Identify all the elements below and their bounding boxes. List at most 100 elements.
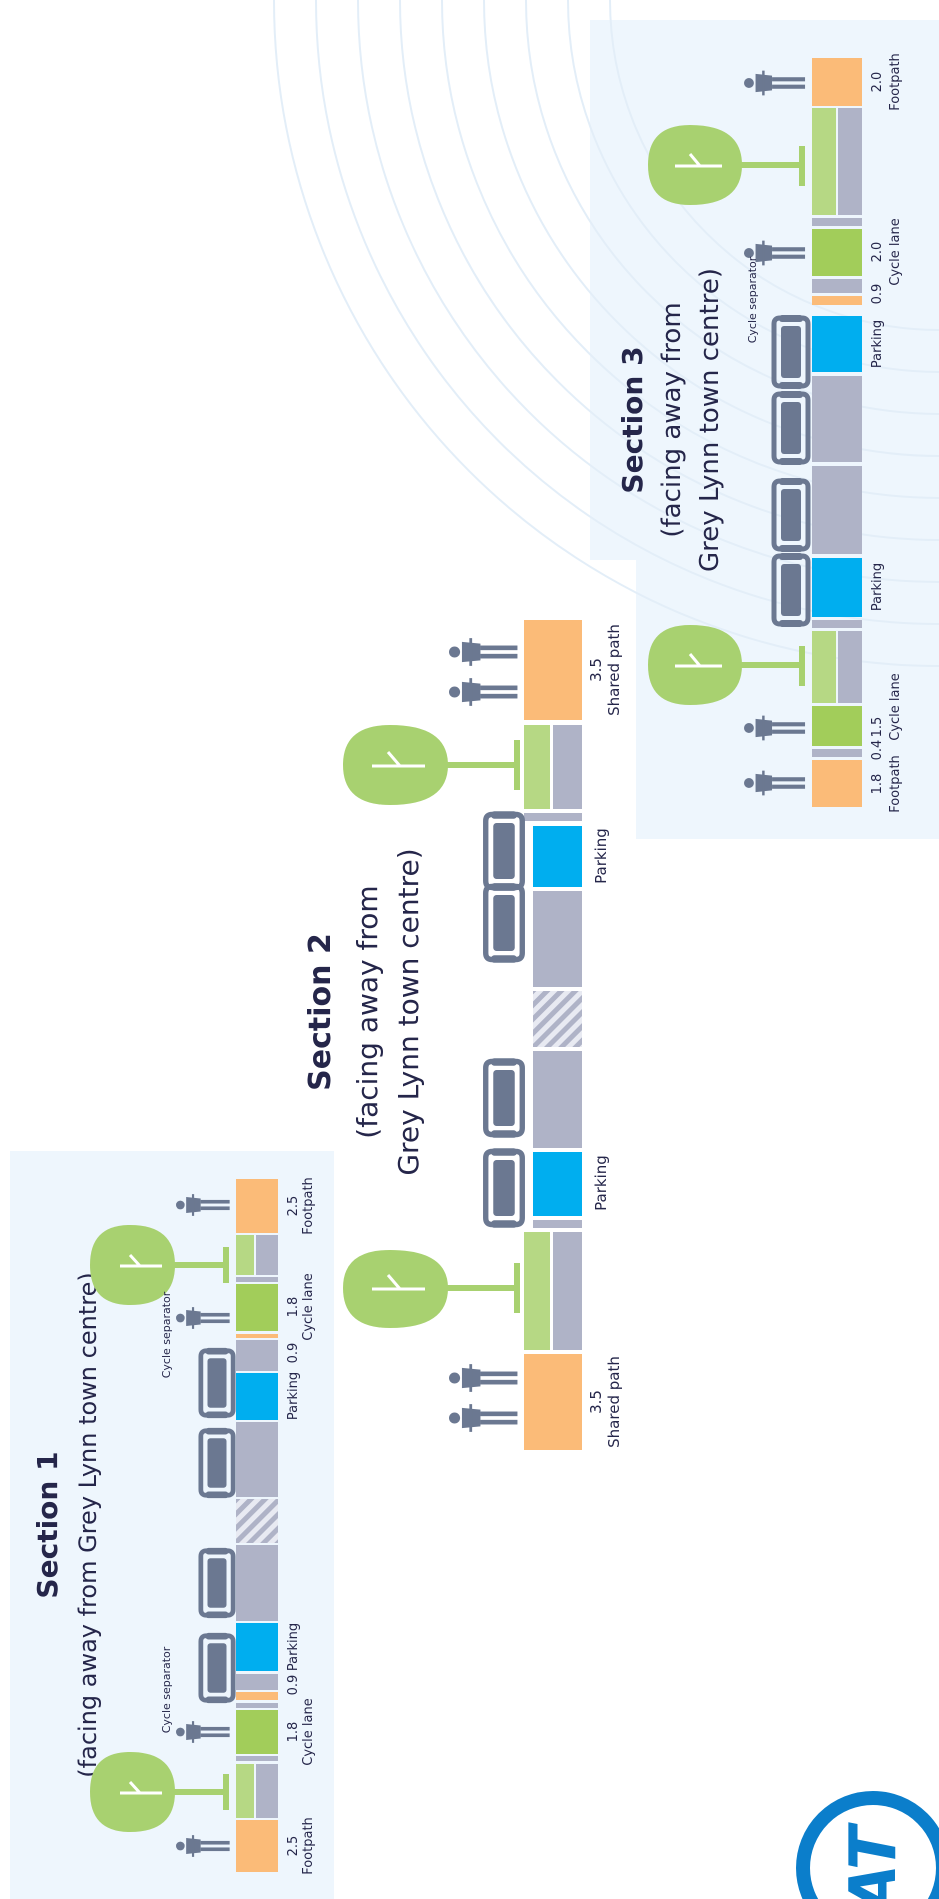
cycle-lane-strip — [812, 229, 862, 276]
background-arc — [357, 0, 939, 583]
buffer-strip — [236, 1340, 278, 1371]
divider-strip — [236, 1756, 278, 1761]
tree-icon — [90, 1752, 229, 1832]
pedestrian-icon — [449, 678, 518, 706]
cycle-separator-strip — [236, 1334, 278, 1338]
pedestrian-icon — [449, 1404, 518, 1432]
verge-strip — [236, 1235, 254, 1275]
cycle-separator-strip — [812, 296, 862, 305]
footpath-strip — [236, 1820, 278, 1872]
car-icon — [486, 883, 523, 963]
parking-label: Parking — [870, 563, 885, 611]
tree-icon — [90, 1225, 229, 1305]
shared-path-label: Shared path — [605, 1356, 623, 1448]
car-icon — [486, 1058, 523, 1138]
section-2-subtitle-line2: Grey Lynn town centre) — [392, 848, 425, 1175]
traffic-lane-strip — [236, 1422, 278, 1497]
buffer-strip — [236, 1674, 278, 1690]
shared-path-strip — [524, 1354, 582, 1450]
cyclist-icon — [744, 715, 806, 741]
background-arc — [441, 0, 939, 499]
car-icon — [486, 1148, 523, 1228]
cyclist-icon — [176, 1307, 230, 1329]
tree-icon — [648, 625, 805, 705]
car-icon — [774, 315, 808, 389]
parking-strip — [812, 558, 862, 617]
footpath-width: 2.5 — [286, 1196, 301, 1217]
verge-strip — [812, 631, 836, 703]
cycle-lane-width: 1.5 — [870, 717, 885, 738]
divider-strip — [236, 1277, 278, 1282]
section-3-title: Section 3 — [616, 346, 649, 493]
section-1: Section 1 (facing away from Grey Lynn to… — [31, 1177, 316, 1875]
tree-icon — [343, 1250, 520, 1328]
verge-strip — [812, 108, 836, 215]
verge-strip — [524, 725, 550, 809]
divider-strip — [812, 620, 862, 628]
footpath-label: Footpath — [301, 1177, 316, 1235]
parking-strip — [236, 1373, 278, 1420]
parking-label: Parking — [870, 320, 885, 368]
road-strip — [838, 108, 862, 215]
car-icon — [201, 1348, 233, 1418]
buffer-width: 0.9 — [870, 284, 885, 305]
parking-strip — [533, 1152, 582, 1216]
cycle-lane-label: Cycle lane — [888, 218, 903, 285]
traffic-lane-strip — [812, 466, 862, 554]
cycle-lane-strip — [812, 706, 862, 746]
cycle-lane-width: 1.8 — [286, 1297, 301, 1318]
cycle-lane-label: Cycle lane — [301, 1698, 316, 1765]
section-2-subtitle-line1: (facing away from — [351, 885, 384, 1138]
verge-strip — [524, 1232, 550, 1350]
pedestrian-icon — [176, 1194, 230, 1216]
shared-path-strip — [524, 620, 582, 720]
footpath-label: Footpath — [888, 755, 903, 813]
pedestrian-icon — [449, 638, 518, 666]
road-strip — [838, 631, 862, 703]
car-icon — [486, 811, 523, 891]
background-arc — [273, 0, 939, 667]
car-icon — [201, 1548, 233, 1618]
car-icon — [774, 553, 808, 627]
tree-icon — [648, 125, 805, 205]
section-3: Section 3 (facing away from Grey Lynn to… — [616, 53, 903, 813]
cycle-lane-label: Cycle lane — [301, 1273, 316, 1340]
buffer-width: 0.4 — [870, 740, 885, 761]
footpath-strip — [812, 760, 862, 807]
traffic-lane-strip — [236, 1545, 278, 1621]
median-hatched-strip — [236, 1499, 278, 1543]
pedestrian-icon — [744, 70, 806, 96]
section-1-title: Section 1 — [31, 1451, 64, 1598]
road-strip — [553, 1232, 582, 1350]
parking-label: Parking — [286, 1372, 301, 1420]
buffer-strip — [812, 279, 862, 293]
pedestrian-icon — [176, 1835, 230, 1857]
parking-strip — [236, 1623, 278, 1671]
cyclist-icon — [176, 1721, 230, 1743]
background-arc — [609, 0, 939, 331]
buffer-width: 0.9 — [286, 1343, 301, 1364]
section-3-panel — [590, 20, 939, 560]
shared-path-width: 3.5 — [587, 1390, 605, 1414]
section-3-subtitle-line2: Grey Lynn town centre) — [695, 268, 725, 572]
buffer-width: 0.9 — [286, 1675, 301, 1696]
footpath-width: 1.8 — [870, 774, 885, 795]
road-strip — [256, 1235, 278, 1275]
at-logo-text: AT — [837, 1822, 911, 1899]
traffic-lane-strip — [533, 891, 582, 987]
section-3-subtitle-line1: (facing away from — [657, 302, 687, 537]
pedestrian-icon — [744, 770, 806, 796]
cycle-separator-strip — [236, 1692, 278, 1700]
tree-icon — [343, 725, 520, 805]
cycle-lane-label: Cycle lane — [888, 673, 903, 740]
cycle-lane-strip — [236, 1284, 278, 1331]
at-logo: AT — [796, 1791, 939, 1899]
section-1-subtitle: (facing away from Grey Lynn town centre) — [74, 1272, 102, 1777]
cycle-lane-strip — [236, 1710, 278, 1754]
footpath-width: 2.5 — [286, 1836, 301, 1857]
footpath-label: Footpath — [301, 1817, 316, 1875]
separator-label: Cycle separator — [160, 1291, 173, 1378]
parking-strip — [533, 826, 582, 887]
parking-label: Parking — [286, 1623, 301, 1671]
